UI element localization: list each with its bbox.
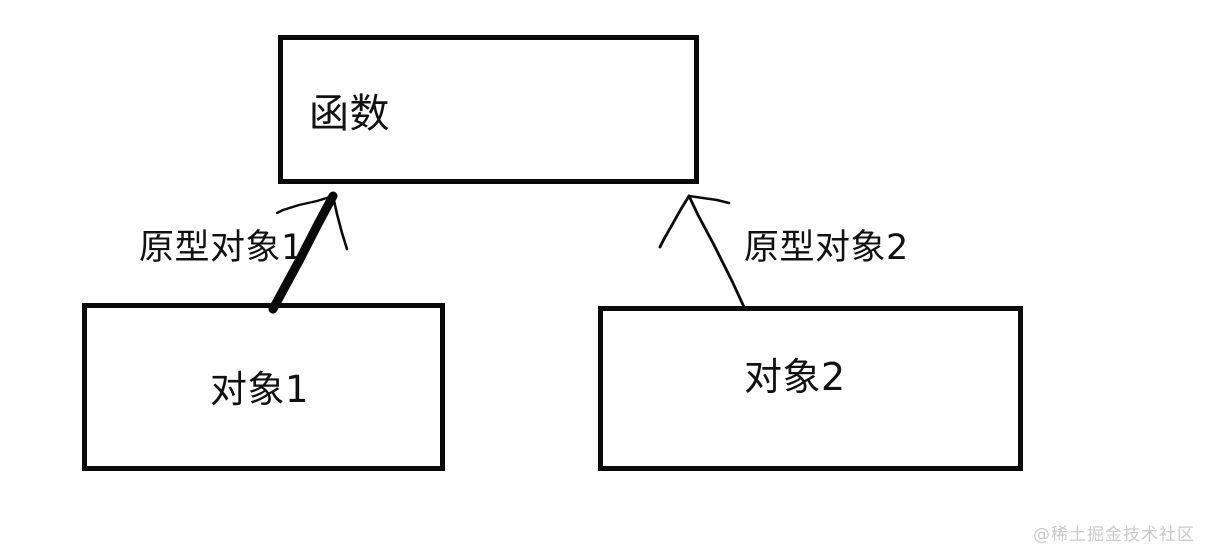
watermark: @稀土掘金技术社区 [1033, 525, 1195, 545]
node-box-object2[interactable] [598, 306, 1023, 471]
node-box-object1[interactable] [82, 303, 445, 471]
node-label-function: 函数 [309, 91, 390, 137]
arrow-shaft-proto2 [687, 194, 746, 309]
node-label-object2: 对象2 [744, 355, 846, 399]
node-box-function[interactable] [278, 35, 699, 184]
arrowhead-wing-right-proto2 [687, 194, 731, 205]
arrowhead-wing-right-proto1 [331, 194, 349, 251]
node-label-object1: 对象1 [210, 368, 310, 411]
edge-label-proto1: 原型对象1 [139, 228, 304, 268]
arrow-object2-to-function [658, 194, 746, 309]
arrowhead-wing-left-proto1 [275, 194, 335, 215]
edge-label-proto2: 原型对象2 [744, 228, 909, 268]
arrowhead-wing-left-proto2 [658, 194, 691, 249]
